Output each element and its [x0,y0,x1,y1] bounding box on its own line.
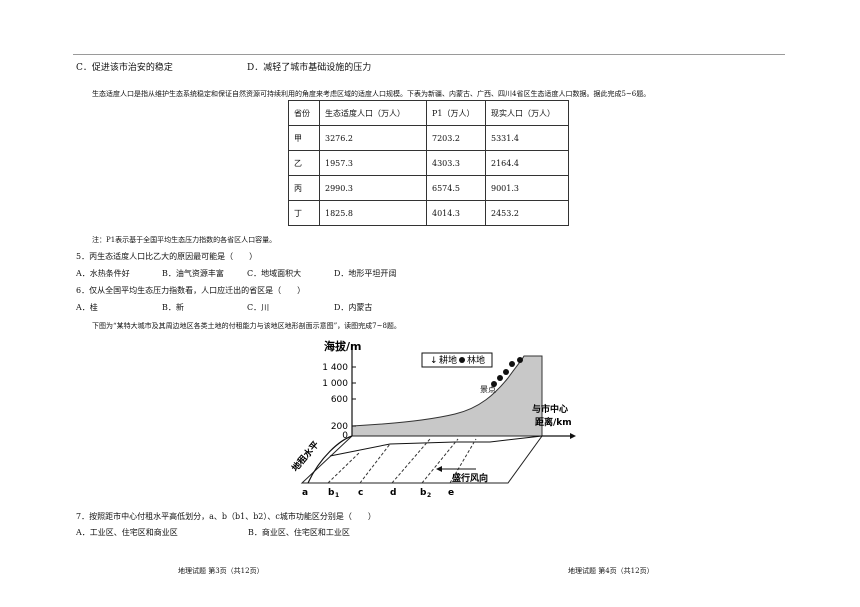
terrain-profile [351,355,543,437]
q7-option-a: A．工业区、住宅区和商业区 [76,528,178,537]
rent-curve [307,435,353,484]
y-axis-title: 海拔/m [324,339,361,353]
table-cell: 3276.2 [319,125,427,151]
land-rent-terrain-figure: ↓ 耕地 林地 海拔/m 1 400 1 000 600 200 0 景点 与市… [289,339,576,499]
table-row: 丙 2990.3 6574.5 9001.3 [288,175,569,201]
q6-option-d: D．内蒙古 [334,303,373,312]
point-subscript: 2 [427,492,431,499]
base-plane [300,435,543,484]
q5-stem: 5．丙生态适度人口比乙大的原因最可能是（ ） [76,252,258,261]
table-header-cell: 现实人口（万人） [485,100,569,126]
table-cell: 甲 [288,125,320,151]
legend-box [421,352,493,368]
table-cell: 1957.3 [319,150,427,176]
table-cell: 6574.5 [426,175,486,201]
point-label: b [328,488,335,498]
q5-option-c: C．地域面积大 [247,269,302,278]
y-tick-label: 0 [342,431,348,441]
table-header-cell: P1（万人） [426,100,486,126]
table-row: 丁 1825.8 4014.3 2453.2 [288,200,569,226]
intro-paragraph-5-6: 生态适度人口是指从维护生态系统稳定和保证自然资源可持续利用的角度来考虑区域的适度… [92,90,651,98]
table-cell: 2164.4 [485,150,569,176]
table-cell: 2990.3 [319,175,427,201]
footer-page-right: 地理试题 第4页（共12页） [568,567,654,575]
table-row: 乙 1957.3 4303.3 2164.4 [288,150,569,176]
y-tick-label: 1 400 [322,363,348,373]
table-header-cell: 生态适度人口（万人） [319,100,427,126]
x-axis-label-line1: 与市中心 [532,403,568,415]
table-note: 注：P1表示基于全国平均生态压力指数的各省区人口容量。 [92,236,277,244]
y-tick-label: 600 [331,395,348,405]
table-cell: 乙 [288,150,320,176]
point-label: c [358,488,363,498]
q7-stem: 7．按照距市中心付租水平高低划分，a、b（b1、b2）、c城市功能区分别是（ ） [76,512,376,521]
intro-paragraph-7-8: 下图为“某特大城市及其周边地区各类土地的付租能力与该地区地形剖面示意图”，读图完… [92,322,401,330]
point-label: e [448,488,454,498]
point-label: b [420,488,427,498]
table-cell: 5331.4 [485,125,569,151]
legend-forest-icon [459,357,465,363]
legend-cropland-icon: ↓ [430,356,438,366]
scenic-spot-label: 景点 [480,385,496,394]
table-cell: 丁 [288,200,320,226]
point-label: d [390,488,396,498]
footer-page-left: 地理试题 第3页（共12页） [178,567,264,575]
header-rule [73,54,785,55]
table-cell: 丙 [288,175,320,201]
table-cell: 9001.3 [485,175,569,201]
table-header-cell: 省份 [288,100,320,126]
rent-curve-plane [329,435,543,457]
y-tick-label: 1 000 [322,379,348,389]
legend-forest-label: 林地 [467,354,485,366]
q4-option-c: C．促进该市治安的稳定 [76,63,173,73]
x-axis-label-line2: 距离/km [535,416,572,428]
table-cell: 1825.8 [319,200,427,226]
table-header-row: 省份 生态适度人口（万人） P1（万人） 现实人口（万人） [288,100,569,126]
wind-arrow-icon [436,466,442,472]
q5-option-d: D．地形平坦开阔 [334,269,397,278]
q5-option-a: A．水热条件好 [76,269,130,278]
point-label: a [302,488,308,498]
y-tick-label: 200 [331,422,348,432]
table-cell: 4303.3 [426,150,486,176]
wind-label: 盛行风向 [452,472,488,484]
q6-option-c: C．川 [247,303,270,312]
q7-option-b: B．商业区、住宅区和工业区 [248,528,350,537]
population-table: 省份 生态适度人口（万人） P1（万人） 现实人口（万人） 甲 3276.2 7… [288,100,569,226]
legend-cropland-label: 耕地 [439,354,457,366]
q5-option-b: B．油气资源丰富 [162,269,224,278]
point-subscript: 1 [335,492,339,499]
q4-option-d: D．减轻了城市基础设施的压力 [247,63,372,73]
table-row: 甲 3276.2 7203.2 5331.4 [288,125,569,151]
q6-option-b: B．新 [162,303,184,312]
q6-option-a: A．桂 [76,303,98,312]
q6-stem: 6．仅从全国平均生态压力指数看，人口应迁出的省区是（ ） [76,286,306,295]
table-cell: 4014.3 [426,200,486,226]
table-cell: 7203.2 [426,125,486,151]
table-cell: 2453.2 [485,200,569,226]
